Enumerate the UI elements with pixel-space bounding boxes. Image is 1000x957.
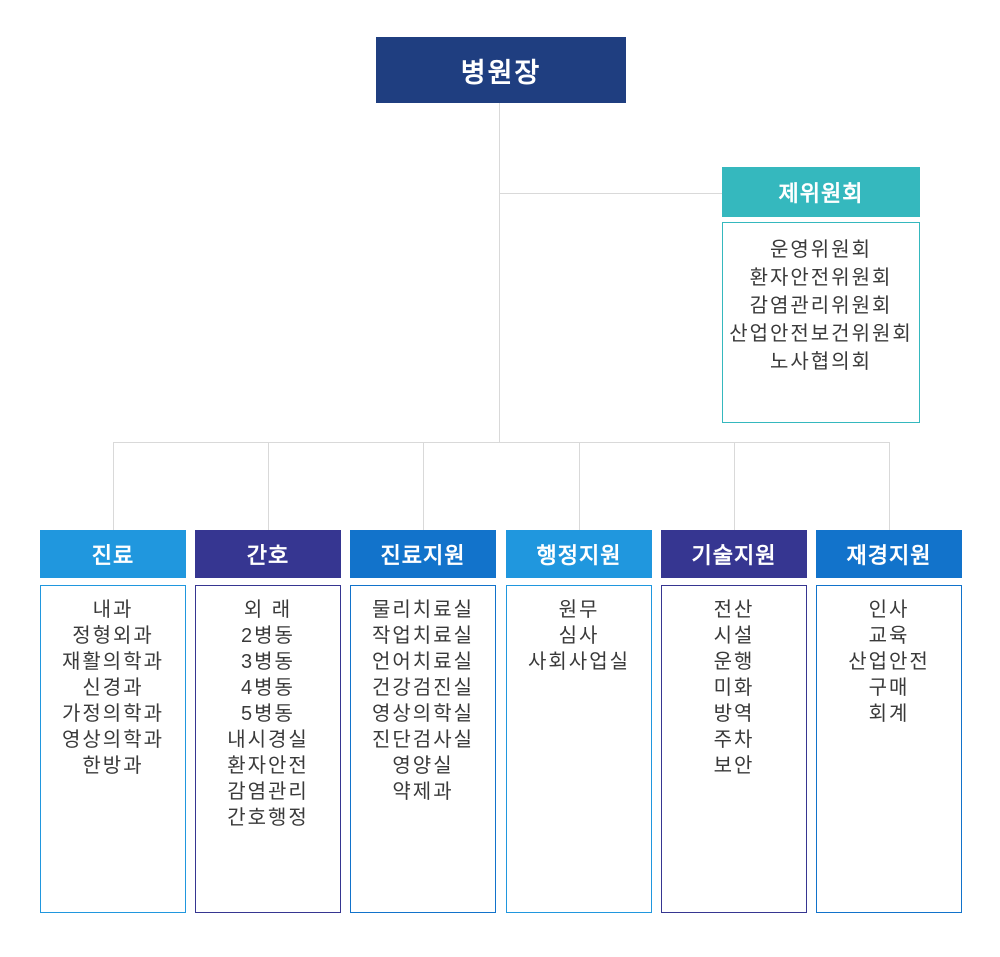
connector-drop-line	[113, 442, 114, 530]
list-item: 외 래	[243, 599, 293, 621]
list-item: 구매	[868, 677, 910, 699]
connector-drop-line	[579, 442, 580, 530]
list-item: 미화	[713, 677, 755, 699]
list-item: 시설	[713, 625, 755, 647]
list-item: 주차	[713, 729, 755, 751]
list-item: 가정의학과	[62, 703, 164, 725]
list-item: 감염관리위원회	[749, 295, 893, 317]
list-item: 신경과	[82, 677, 144, 699]
connector-root-vertical	[499, 103, 500, 443]
list-item: 심사	[558, 625, 600, 647]
list-item: 영상의학과	[62, 729, 164, 751]
list-item: 환자안전	[227, 755, 309, 777]
list-item: 원무	[558, 599, 600, 621]
list-item: 환자안전위원회	[749, 267, 893, 289]
dept-header: 간호	[195, 530, 341, 578]
list-item: 5병동	[241, 703, 295, 725]
list-item: 보안	[713, 755, 755, 777]
list-item: 4병동	[241, 677, 295, 699]
list-item: 3병동	[241, 651, 295, 673]
list-item: 회계	[868, 703, 910, 725]
connector-drop-line	[889, 442, 890, 530]
list-item: 산업안전보건위원회	[729, 323, 913, 345]
committee-header: 제위원회	[722, 167, 920, 217]
list-item: 운영위원회	[770, 239, 872, 261]
list-item: 건강검진실	[372, 677, 474, 699]
connector-drop-line	[268, 442, 269, 530]
list-item: 진단검사실	[372, 729, 474, 751]
list-item: 전산	[713, 599, 755, 621]
dept-header: 기술지원	[661, 530, 807, 578]
dept-header: 진료지원	[350, 530, 496, 578]
root-node-hospital-director: 병원장	[376, 37, 626, 103]
list-item: 약제과	[392, 781, 454, 803]
list-item: 2병동	[241, 625, 295, 647]
list-item: 감염관리	[227, 781, 309, 803]
list-item: 내시경실	[227, 729, 309, 751]
list-item: 영상의학실	[372, 703, 474, 725]
list-item: 산업안전	[848, 651, 930, 673]
list-item: 간호행정	[227, 807, 309, 829]
connector-committee-branch	[500, 193, 722, 194]
list-item: 한방과	[82, 755, 144, 777]
list-item: 노사협의회	[770, 351, 872, 373]
list-item: 내과	[92, 599, 134, 621]
connector-drop-line	[423, 442, 424, 530]
list-item: 물리치료실	[372, 599, 474, 621]
connector-main-horizontal	[113, 442, 889, 443]
list-item: 재활의학과	[62, 651, 164, 673]
list-item: 작업치료실	[372, 625, 474, 647]
list-item: 영양실	[392, 755, 454, 777]
list-item: 교육	[868, 625, 910, 647]
dept-header: 재경지원	[816, 530, 962, 578]
dept-header: 행정지원	[506, 530, 652, 578]
dept-header: 진료	[40, 530, 186, 578]
list-item: 언어치료실	[372, 651, 474, 673]
list-item: 방역	[713, 703, 755, 725]
list-item: 인사	[868, 599, 910, 621]
list-item: 사회사업실	[528, 651, 630, 673]
list-item: 운행	[713, 651, 755, 673]
list-item: 정형외과	[72, 625, 154, 647]
connector-drop-line	[734, 442, 735, 530]
